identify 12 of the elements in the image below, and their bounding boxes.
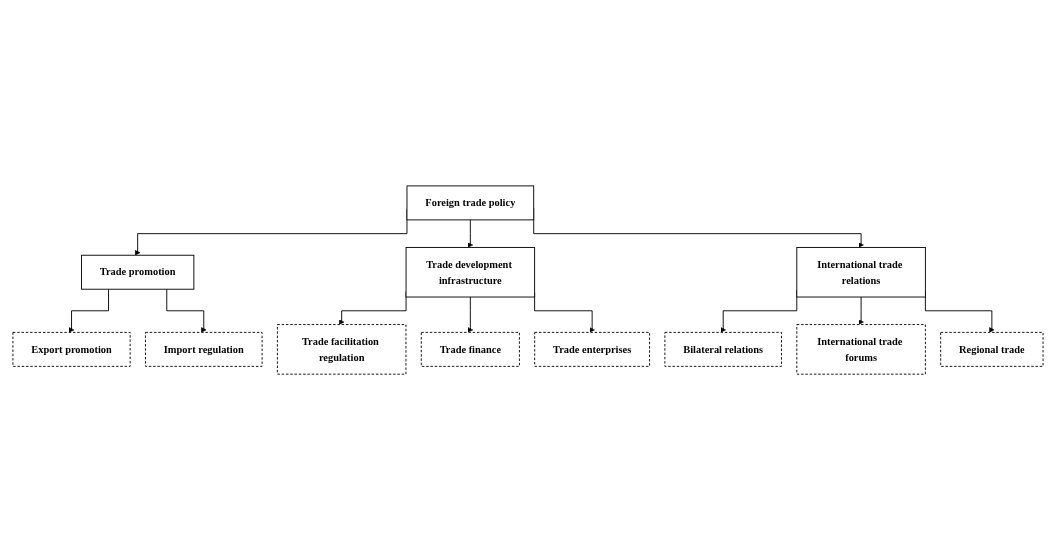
node-box: Foreign trade policy bbox=[406, 185, 534, 221]
node-box: Import regulation bbox=[144, 331, 263, 367]
node-box: Trade enterprises bbox=[533, 331, 650, 367]
node-box: Export promotion bbox=[11, 331, 131, 367]
node-box: Trade promotion bbox=[80, 254, 194, 290]
node-box: Regional trade bbox=[939, 331, 1043, 367]
node-box: International trade forums bbox=[795, 324, 926, 375]
node-box: Bilateral relations bbox=[663, 331, 782, 367]
node-box: Trade finance bbox=[420, 331, 520, 367]
node-box: International trade relations bbox=[795, 246, 926, 298]
node-box: Trade facilitation regulation bbox=[276, 324, 406, 375]
node-box: Trade development infrastructure bbox=[405, 246, 535, 298]
